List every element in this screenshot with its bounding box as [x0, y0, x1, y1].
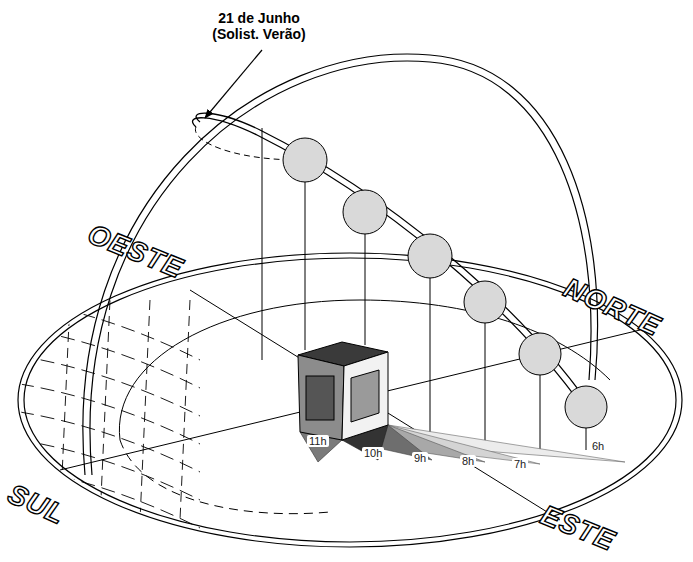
hatch-line	[20, 356, 200, 416]
hour-label: 9h	[412, 452, 428, 464]
compass-label: OESTE	[83, 218, 188, 285]
compass-label: SUL	[3, 478, 70, 531]
hatch-line	[20, 412, 200, 472]
hour-label: 6h	[590, 440, 606, 452]
hatch-line	[20, 328, 200, 388]
hour-label: 10h	[362, 447, 384, 459]
hatch-line	[100, 300, 110, 520]
compass-label: NORTE	[559, 272, 666, 343]
hatch-line	[20, 384, 200, 444]
hour-label: 11h	[307, 435, 329, 447]
hatch-line	[60, 300, 70, 520]
callout-label: 21 de Junho (Solist. Verão)	[200, 10, 318, 42]
hatch-line	[140, 300, 150, 520]
hour-label: 7h	[512, 458, 528, 470]
hatch-line	[180, 300, 190, 520]
hour-label: 8h	[460, 455, 476, 467]
compass-label: ESTE	[536, 499, 620, 558]
